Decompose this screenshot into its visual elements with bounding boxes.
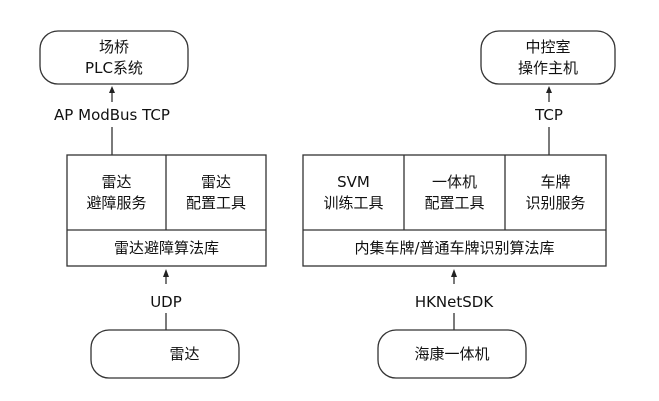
radar-node-box xyxy=(90,329,240,379)
plate-recognition-service: 车牌识别服务 xyxy=(505,155,606,230)
radar-config-line1: 雷达 xyxy=(200,172,231,191)
svm-training-tool: SVM 训练工具 xyxy=(303,155,404,230)
plc-system-node: 场桥 PLC系统 xyxy=(40,31,188,84)
radar-algorithm-library: 雷达避障算法库 xyxy=(113,238,219,257)
svm-line2: 训练工具 xyxy=(323,193,384,212)
right-bottom-arrowhead xyxy=(451,269,457,277)
plate-service-line2: 识别服务 xyxy=(525,193,586,212)
camera-config-line2: 配置工具 xyxy=(424,193,485,212)
camera-config-line1: 一体机 xyxy=(431,172,477,191)
hikvision-node-box xyxy=(377,329,527,379)
right-service-stack xyxy=(302,154,607,267)
svm-line1: SVM xyxy=(337,172,370,191)
plate-service-line1: 车牌 xyxy=(540,172,571,191)
camera-config-tool: 一体机配置工具 xyxy=(404,155,505,230)
plate-recognition-library: 内集车牌/普通车牌识别算法库 xyxy=(354,238,555,257)
plc-system-node-box xyxy=(39,30,189,85)
radar-service-line1: 雷达 xyxy=(101,172,132,191)
plc-node-line1: 场桥 xyxy=(98,37,129,56)
control-room-node-box xyxy=(480,30,616,85)
control-room-line1: 中控室 xyxy=(525,37,571,56)
radar-config-tool: 雷达配置工具 xyxy=(166,155,266,230)
udp-label: UDP xyxy=(150,293,182,311)
control-room-line2: 操作主机 xyxy=(517,58,578,77)
right-top-arrowhead xyxy=(546,86,552,93)
control-room-node: 中控室操作主机 xyxy=(481,31,615,84)
plc-node-line2: PLC系统 xyxy=(85,58,143,77)
radar-avoidance-service: 雷达避障服务 xyxy=(67,155,166,230)
hknetsdk-label: HKNetSDK xyxy=(414,293,494,311)
tcp-label: TCP xyxy=(535,106,563,124)
hikvision-camera-node: 海康一体机 xyxy=(414,344,490,363)
left-bottom-arrowhead xyxy=(163,269,169,277)
radar-node: 雷达 xyxy=(169,344,200,363)
radar-config-line2: 配置工具 xyxy=(185,193,246,212)
modbus-tcp-label: AP ModBus TCP xyxy=(54,106,170,124)
radar-service-line2: 避障服务 xyxy=(86,193,147,212)
left-top-arrowhead xyxy=(109,86,115,93)
